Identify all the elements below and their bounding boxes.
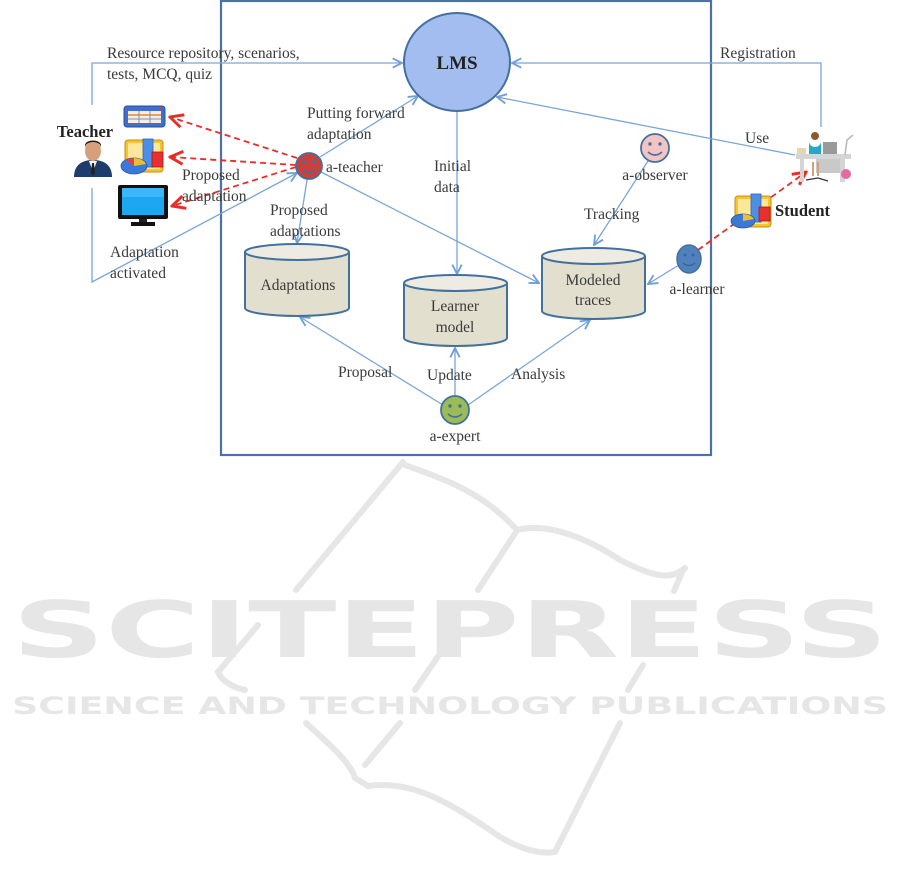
proposed-adaptation-label-line2: adaptation bbox=[182, 188, 247, 205]
dashed-edge-to-chart bbox=[170, 157, 297, 166]
edge-proposal bbox=[300, 317, 444, 406]
initial-data-label-line2: data bbox=[434, 179, 460, 196]
adaptations-cylinder bbox=[244, 252, 350, 317]
edge-labels: Resource repository, scenarios, tests, M… bbox=[107, 45, 796, 384]
monitor-icon bbox=[118, 185, 168, 226]
edge-tracking bbox=[594, 160, 649, 245]
edge-teacher-traces bbox=[320, 171, 539, 283]
modeled-traces-store[interactable]: Modeled traces bbox=[541, 247, 646, 320]
learner-model-label-line2: model bbox=[436, 319, 475, 336]
modeled-traces-cylinder bbox=[541, 256, 646, 320]
lms-system-frame bbox=[219, 0, 713, 457]
connectors bbox=[91, 63, 822, 406]
learner-model-store[interactable]: Learner model bbox=[403, 274, 508, 347]
edge-use bbox=[497, 97, 796, 156]
a-observer-label: a-observer bbox=[622, 167, 688, 184]
tracking-label: Tracking bbox=[584, 206, 640, 223]
dashed-edge-learner-student bbox=[697, 172, 806, 251]
lms-node[interactable]: LMS bbox=[403, 12, 511, 112]
proposed-adaptations-label-line1: Proposed bbox=[270, 202, 328, 219]
a-teacher-label: a-teacher bbox=[326, 159, 384, 176]
learner-model-cylinder bbox=[403, 283, 508, 347]
edge-putting-forward bbox=[319, 96, 418, 158]
adaptation-activated-label-line1: Adaptation bbox=[110, 244, 179, 261]
smiley-red-icon bbox=[295, 152, 323, 180]
adaptations-store[interactable]: Adaptations bbox=[244, 243, 350, 317]
lms-circle bbox=[403, 12, 511, 112]
agent-a-teacher[interactable]: a-teacher bbox=[295, 152, 384, 180]
agent-a-expert[interactable]: a-expert bbox=[430, 395, 481, 445]
resources-label-line1: Resource repository, scenarios, bbox=[107, 45, 300, 62]
smiley-blue-icon bbox=[676, 244, 702, 274]
a-learner-label: a-learner bbox=[669, 281, 725, 298]
watermark-book-icon bbox=[214, 459, 688, 856]
student-label: Student bbox=[775, 201, 831, 220]
modeled-traces-cylinder-top bbox=[541, 247, 646, 265]
edge-learner-traces bbox=[648, 264, 680, 284]
proposal-label: Proposal bbox=[338, 364, 392, 381]
a-expert-label: a-expert bbox=[430, 428, 481, 445]
student-desk-icon bbox=[796, 132, 854, 182]
edge-resources bbox=[91, 63, 402, 105]
registration-label: Registration bbox=[720, 45, 796, 62]
teacher-person-icon bbox=[74, 140, 112, 177]
agent-a-learner[interactable]: a-learner bbox=[669, 244, 725, 298]
watermark: SCITEPRESS SCIENCE AND TECHNOLOGY PUBLIC… bbox=[12, 459, 888, 856]
edge-analysis bbox=[467, 320, 590, 406]
adaptations-cylinder-top bbox=[244, 243, 350, 261]
resources-label-line2: tests, MCQ, quiz bbox=[107, 66, 212, 83]
dashed-edge-to-monitor bbox=[172, 166, 297, 206]
student-actor[interactable]: Student bbox=[730, 132, 854, 229]
teacher-actor[interactable]: Teacher bbox=[57, 122, 113, 177]
modeled-traces-label-line2: traces bbox=[575, 292, 611, 309]
agent-a-observer[interactable]: a-observer bbox=[622, 133, 689, 184]
update-label: Update bbox=[427, 367, 472, 384]
edge-adaptation-activated bbox=[91, 173, 297, 284]
use-label: Use bbox=[745, 130, 769, 147]
student-chart-icon bbox=[730, 193, 772, 229]
initial-data-label-line1: Initial bbox=[434, 158, 471, 175]
smiley-pink-icon bbox=[640, 133, 670, 163]
putting-forward-label-line2: adaptation bbox=[307, 126, 372, 143]
proposed-adaptation-label-line1: Proposed bbox=[182, 167, 240, 184]
analysis-label: Analysis bbox=[511, 366, 565, 383]
modeled-traces-label-line1: Modeled bbox=[565, 272, 620, 289]
edge-proposed-adaptations bbox=[297, 179, 308, 243]
dashed-edge-to-table bbox=[170, 117, 298, 159]
putting-forward-label-line1: Putting forward bbox=[307, 105, 405, 122]
watermark-tagline: SCIENCE AND TECHNOLOGY PUBLICATIONS bbox=[12, 692, 888, 720]
proposed-adaptations-label-line2: adaptations bbox=[270, 223, 341, 240]
lms-label: LMS bbox=[436, 53, 477, 74]
adaptation-activated-label-line2: activated bbox=[110, 265, 166, 282]
learner-model-cylinder-top bbox=[403, 274, 508, 292]
table-window-icon bbox=[123, 105, 166, 128]
teacher-label: Teacher bbox=[57, 122, 113, 141]
smiley-green-icon bbox=[440, 395, 470, 425]
dashed-connectors bbox=[170, 117, 806, 251]
adaptations-label: Adaptations bbox=[261, 277, 336, 294]
edge-registration bbox=[512, 63, 822, 127]
chart-icon bbox=[120, 138, 164, 175]
learner-model-label-line1: Learner bbox=[431, 298, 480, 315]
watermark-brand: SCITEPRESS bbox=[12, 586, 888, 676]
